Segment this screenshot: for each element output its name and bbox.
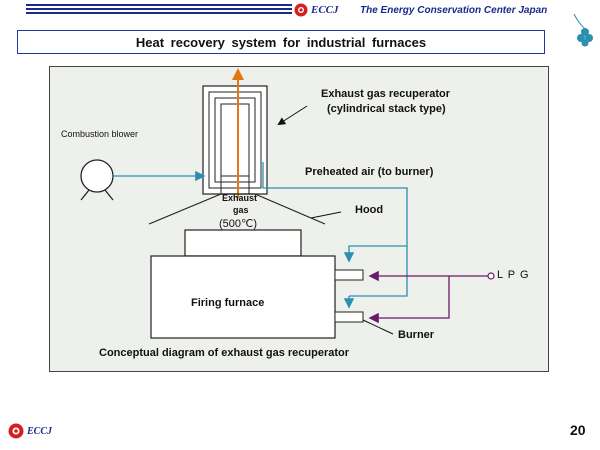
recuperator-leader [277, 105, 308, 126]
footer-ecc-logo-icon [8, 423, 24, 439]
recuperator-label-line2: (cylindrical stack type) [327, 103, 446, 115]
blower-icon [80, 159, 114, 201]
combustion-blower-label: Combustion blower [61, 129, 139, 139]
clover-leaf-icon [573, 13, 593, 47]
lpg-source [487, 272, 495, 280]
header-rule [26, 4, 292, 18]
exhaust-gas-label-line1: Exhaust [222, 193, 258, 203]
lpg-line-branch [368, 276, 450, 324]
recuperator-label-line1: Exhaust gas recuperator [321, 88, 450, 100]
hood [148, 193, 326, 225]
preheated-air-line [262, 162, 408, 297]
organization-name: The Energy Conservation Center Japan [360, 5, 548, 16]
hood-leader [310, 211, 342, 219]
preheated-air-branch-upper [343, 245, 407, 263]
firing-furnace-shape [150, 229, 336, 339]
preheated-air-label: Preheated air (to burner) [305, 166, 434, 178]
firing-furnace-label: Firing furnace [191, 297, 265, 309]
slide-title: Heat recovery system for industrial furn… [135, 35, 427, 50]
exhaust-gas-label-line2: gas [233, 205, 249, 215]
exhaust-arrow-head [232, 68, 244, 80]
burner-label: Burner [398, 329, 435, 341]
lower-burner [334, 311, 364, 323]
exhaust-temp-label: (500℃) [219, 218, 258, 230]
header-logo-text: ECCJ [311, 4, 339, 16]
page-number: 20 [570, 422, 586, 438]
footer-logo-text: ECCJ [27, 426, 53, 437]
lpg-label: L P G [497, 269, 530, 281]
hood-label: Hood [355, 204, 384, 216]
burner-leader [362, 319, 394, 335]
upper-burner [334, 269, 364, 281]
slide-title-box: Heat recovery system for industrial furn… [17, 30, 545, 54]
recuperator-diagram [80, 68, 495, 339]
recuperator [202, 85, 268, 195]
ecc-logo-icon [294, 3, 308, 17]
diagram-caption: Conceptual diagram of exhaust gas recupe… [99, 347, 350, 359]
